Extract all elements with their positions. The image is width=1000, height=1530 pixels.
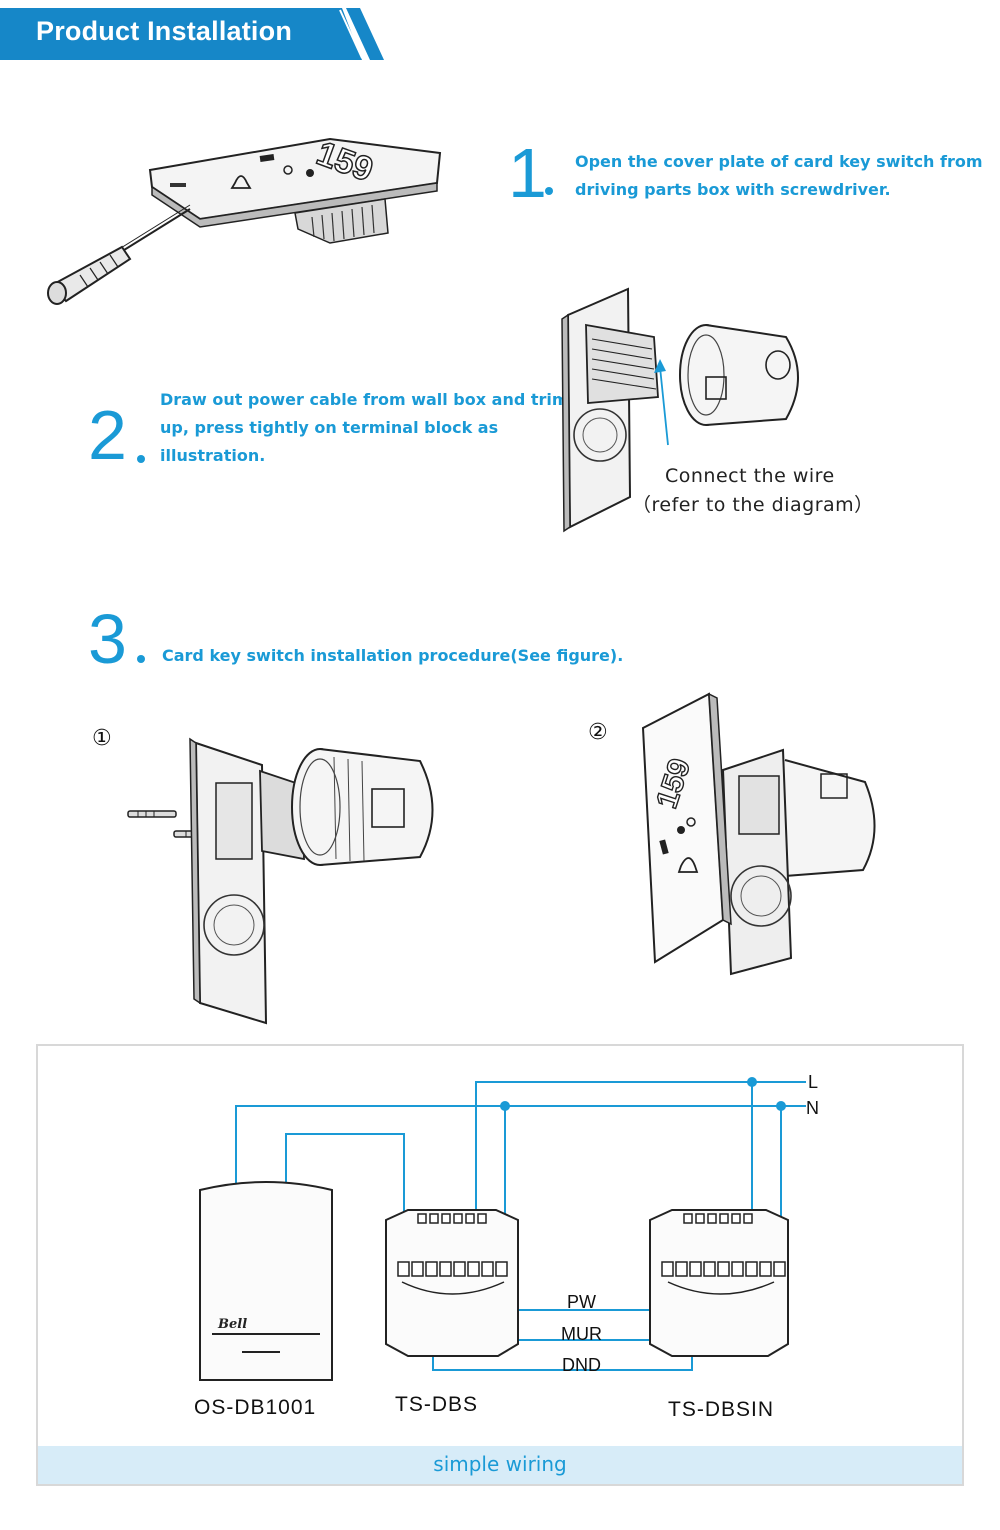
wire-mur-label: MUR <box>561 1324 602 1344</box>
wire-dnd-label: DND <box>562 1355 601 1375</box>
indoor-label: TS-DBSIN <box>668 1398 775 1421</box>
step1-illustration: 159 <box>47 134 442 305</box>
step-dot-3 <box>137 655 145 663</box>
procedure-number-1: ① <box>92 726 112 751</box>
step-dot-1 <box>545 187 553 195</box>
header-banner <box>0 8 384 60</box>
ts-dbs-module <box>385 1209 519 1357</box>
step2-line2: up, press tightly on terminal block as <box>160 418 499 437</box>
wiring-diagram: Bell <box>199 1077 806 1381</box>
step2-line1: Draw out power cable from wall box and t… <box>160 390 569 409</box>
step-number-3: 3 <box>88 600 127 678</box>
step2-line3: illustration. <box>160 446 266 465</box>
procedure1-illustration <box>127 737 434 1025</box>
step1-line2: driving parts box with screwdriver. <box>575 180 891 199</box>
page-title: Product Installation <box>36 16 293 46</box>
reader-brand: Bell <box>217 1317 247 1332</box>
step2-text: Draw out power cable from wall box and t… <box>160 386 569 470</box>
switch-label: TS-DBS <box>395 1393 479 1416</box>
procedure2-illustration: 159 <box>641 692 876 976</box>
step3-text: Card key switch installation procedure(S… <box>162 646 624 665</box>
step-dot-2 <box>137 455 145 463</box>
step-number-2: 2 <box>88 396 127 474</box>
step2-illustration <box>561 287 799 533</box>
reader-device: Bell <box>199 1181 333 1381</box>
step-number-1: 1 <box>508 134 547 212</box>
wiring-panel <box>36 1044 964 1486</box>
wiring-footer <box>38 1446 962 1484</box>
line-live-label: L <box>808 1072 819 1092</box>
line-neutral-label: N <box>806 1098 819 1118</box>
ts-dbsin-module <box>649 1209 789 1357</box>
wiring-footer-label: simple wiring <box>433 1452 567 1476</box>
reader-label: OS-DB1001 <box>194 1396 317 1419</box>
procedure-number-2: ② <box>588 720 608 745</box>
step1-text: Open the cover plate of card key switch … <box>575 148 983 204</box>
wire-pw-label: PW <box>567 1292 596 1312</box>
connect-wire-caption: Connect the wire <box>665 465 835 487</box>
refer-diagram-caption: （refer to the diagram） <box>632 494 874 516</box>
step1-line1: Open the cover plate of card key switch … <box>575 152 983 171</box>
